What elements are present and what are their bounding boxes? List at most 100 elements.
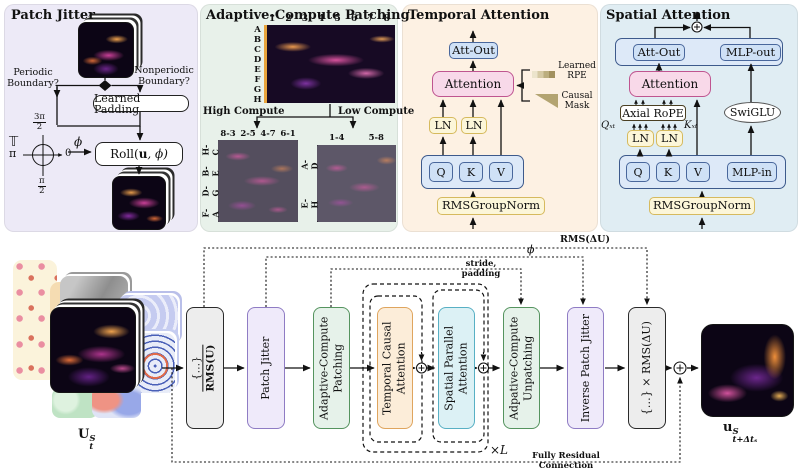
patch-col-label: 5-8 — [368, 133, 384, 143]
spatial-attention-box: Attention — [629, 71, 711, 97]
spatial-rmsgroupnorm-box: RMSGroupNorm — [649, 197, 755, 215]
col-label: 1 — [269, 14, 276, 24]
jittered-snapshot-image — [112, 176, 166, 230]
high-compute-grid — [218, 140, 298, 222]
stage-label: Adaptive-Compute Patching — [317, 316, 345, 420]
low-compute-grid — [317, 145, 396, 222]
label-sub: t+Δtₛ — [732, 435, 758, 446]
zero-label: 0 — [65, 148, 72, 159]
fully-residual-label: Fully Residual Connection — [532, 451, 600, 471]
patch-jitter-stage-box: Patch Jitter — [247, 307, 285, 429]
label-sup: S — [89, 434, 96, 444]
col-label: 8 — [383, 14, 390, 24]
patch-jitter-title: Patch Jitter — [11, 8, 95, 23]
rms-den: RMS(U) — [204, 344, 217, 392]
row-label: B — [253, 35, 262, 45]
inverse-patch-jitter-stage-box: Inverse Patch Jitter — [567, 307, 604, 429]
spatial-att-out-box: Att-Out — [633, 44, 685, 61]
causal-mask-label: Causal Mask — [561, 91, 593, 112]
temporal-att-out-box: Att-Out — [449, 42, 498, 59]
swiglu-box: SwiGLU — [724, 102, 781, 123]
patch-col-label: 6-1 — [280, 129, 296, 139]
learned-rpe-label: Learned RPE — [558, 61, 596, 82]
frac-num: 3π — [33, 112, 46, 123]
frac-num: π — [38, 176, 46, 187]
col-label: 4 — [318, 14, 325, 24]
times-l-label: ×L — [490, 443, 509, 457]
col-label: 6 — [350, 14, 358, 24]
patch-row-label: A-D — [299, 160, 320, 170]
row-label: E — [254, 65, 261, 75]
rms-denormalize-box: {…} × RMS(ΔU) — [628, 307, 666, 429]
spatial-v-box: V — [686, 162, 710, 182]
rms-du-dashed-label: RMS(ΔU) — [560, 234, 610, 245]
patch-col-label: 1-4 — [329, 133, 345, 143]
col-label: 7 — [367, 14, 374, 24]
spatial-q-box: Q — [626, 162, 650, 182]
patch-row-label: E-H — [299, 198, 320, 209]
label-base: U — [78, 427, 90, 442]
q-xt-label: Qₓₜ — [601, 120, 616, 131]
spatial-k-box: K — [656, 162, 680, 182]
adaptive-compute-patching-stage-box: Adaptive-Compute Patching — [313, 307, 350, 429]
temporal-attention-box: Attention — [432, 71, 514, 97]
temporal-q-box: Q — [429, 162, 453, 182]
temporal-k-box: K — [459, 162, 483, 182]
patch-col-label: 4-7 — [260, 129, 276, 139]
patch-row-label: B-E — [200, 166, 221, 177]
patch-col-label: 8-3 — [220, 129, 236, 139]
row-label: C — [254, 45, 261, 55]
label-sup: S — [732, 427, 739, 437]
temporal-title: Temporal Attention — [408, 8, 550, 23]
low-grid-col-labels: 1-4 5-8 — [317, 133, 396, 143]
phi-dashed-label: ϕ — [527, 243, 535, 256]
stage-label: Inverse Patch Jitter — [578, 313, 592, 423]
input-state-image — [50, 307, 136, 393]
k-xt-label: Kₓₜ — [684, 120, 698, 131]
patch-row-label: D-G — [200, 186, 221, 197]
col-label: 2 — [285, 14, 292, 24]
input-collage-green — [52, 388, 98, 418]
row-label: A — [254, 25, 261, 35]
nonperiodic-boundary-label: Nonperiodic Boundary? — [134, 65, 194, 87]
stage-label: Temporal Causal Attention — [380, 321, 408, 415]
learned-padding-box: Learned Padding — [93, 93, 189, 115]
temporal-rmsgroupnorm-box: RMSGroupNorm — [437, 197, 545, 215]
input-collage-leopard — [13, 260, 57, 380]
axial-rope-box: Axial RoPE — [620, 105, 686, 121]
temporal-ln2-box: LN — [461, 117, 487, 134]
row-label: D — [253, 55, 262, 65]
row-label: F — [254, 75, 261, 85]
stride-padding-dashed-label: stride, padding — [461, 259, 501, 279]
spatial-parallel-attention-stage-box: Spatial Parallel Attention — [438, 307, 475, 429]
label-sub: t — [89, 442, 94, 453]
spatial-title: Spatial Attention — [606, 8, 731, 23]
roll-box: Roll(u, ϕ) — [95, 142, 183, 166]
patch-row-label: F-A — [200, 208, 221, 218]
stage-label: Patch Jitter — [258, 336, 272, 400]
acp-title: Adaptive-Compute Patching — [206, 8, 410, 23]
temporal-ln1-box: LN — [429, 117, 457, 134]
torus-symbol: 𝕋 — [9, 135, 19, 150]
roll-text: Roll( — [110, 147, 139, 161]
adaptive-compute-unpatching-stage-box: Adpative-Compute Unpatching — [503, 307, 540, 429]
col-label: 5 — [334, 14, 341, 24]
spatial-mlp-out-box: MLP-out — [720, 44, 781, 61]
stage-label: Adpative-Compute Unpatching — [507, 316, 535, 420]
input-collage-spiral — [131, 333, 175, 393]
roll-u: u — [138, 147, 148, 161]
spatial-mlp-in-box: MLP-in — [727, 162, 777, 182]
row-label: H — [253, 95, 262, 105]
temporal-causal-attention-stage-box: Temporal Causal Attention — [377, 307, 413, 429]
frac-den: 2 — [36, 121, 43, 132]
phi-arrow-label: ϕ — [74, 135, 83, 149]
rms-num: {…} — [191, 344, 204, 392]
periodic-boundary-label: Periodic Boundary? — [7, 67, 59, 89]
frac-den: 2 — [39, 185, 45, 196]
